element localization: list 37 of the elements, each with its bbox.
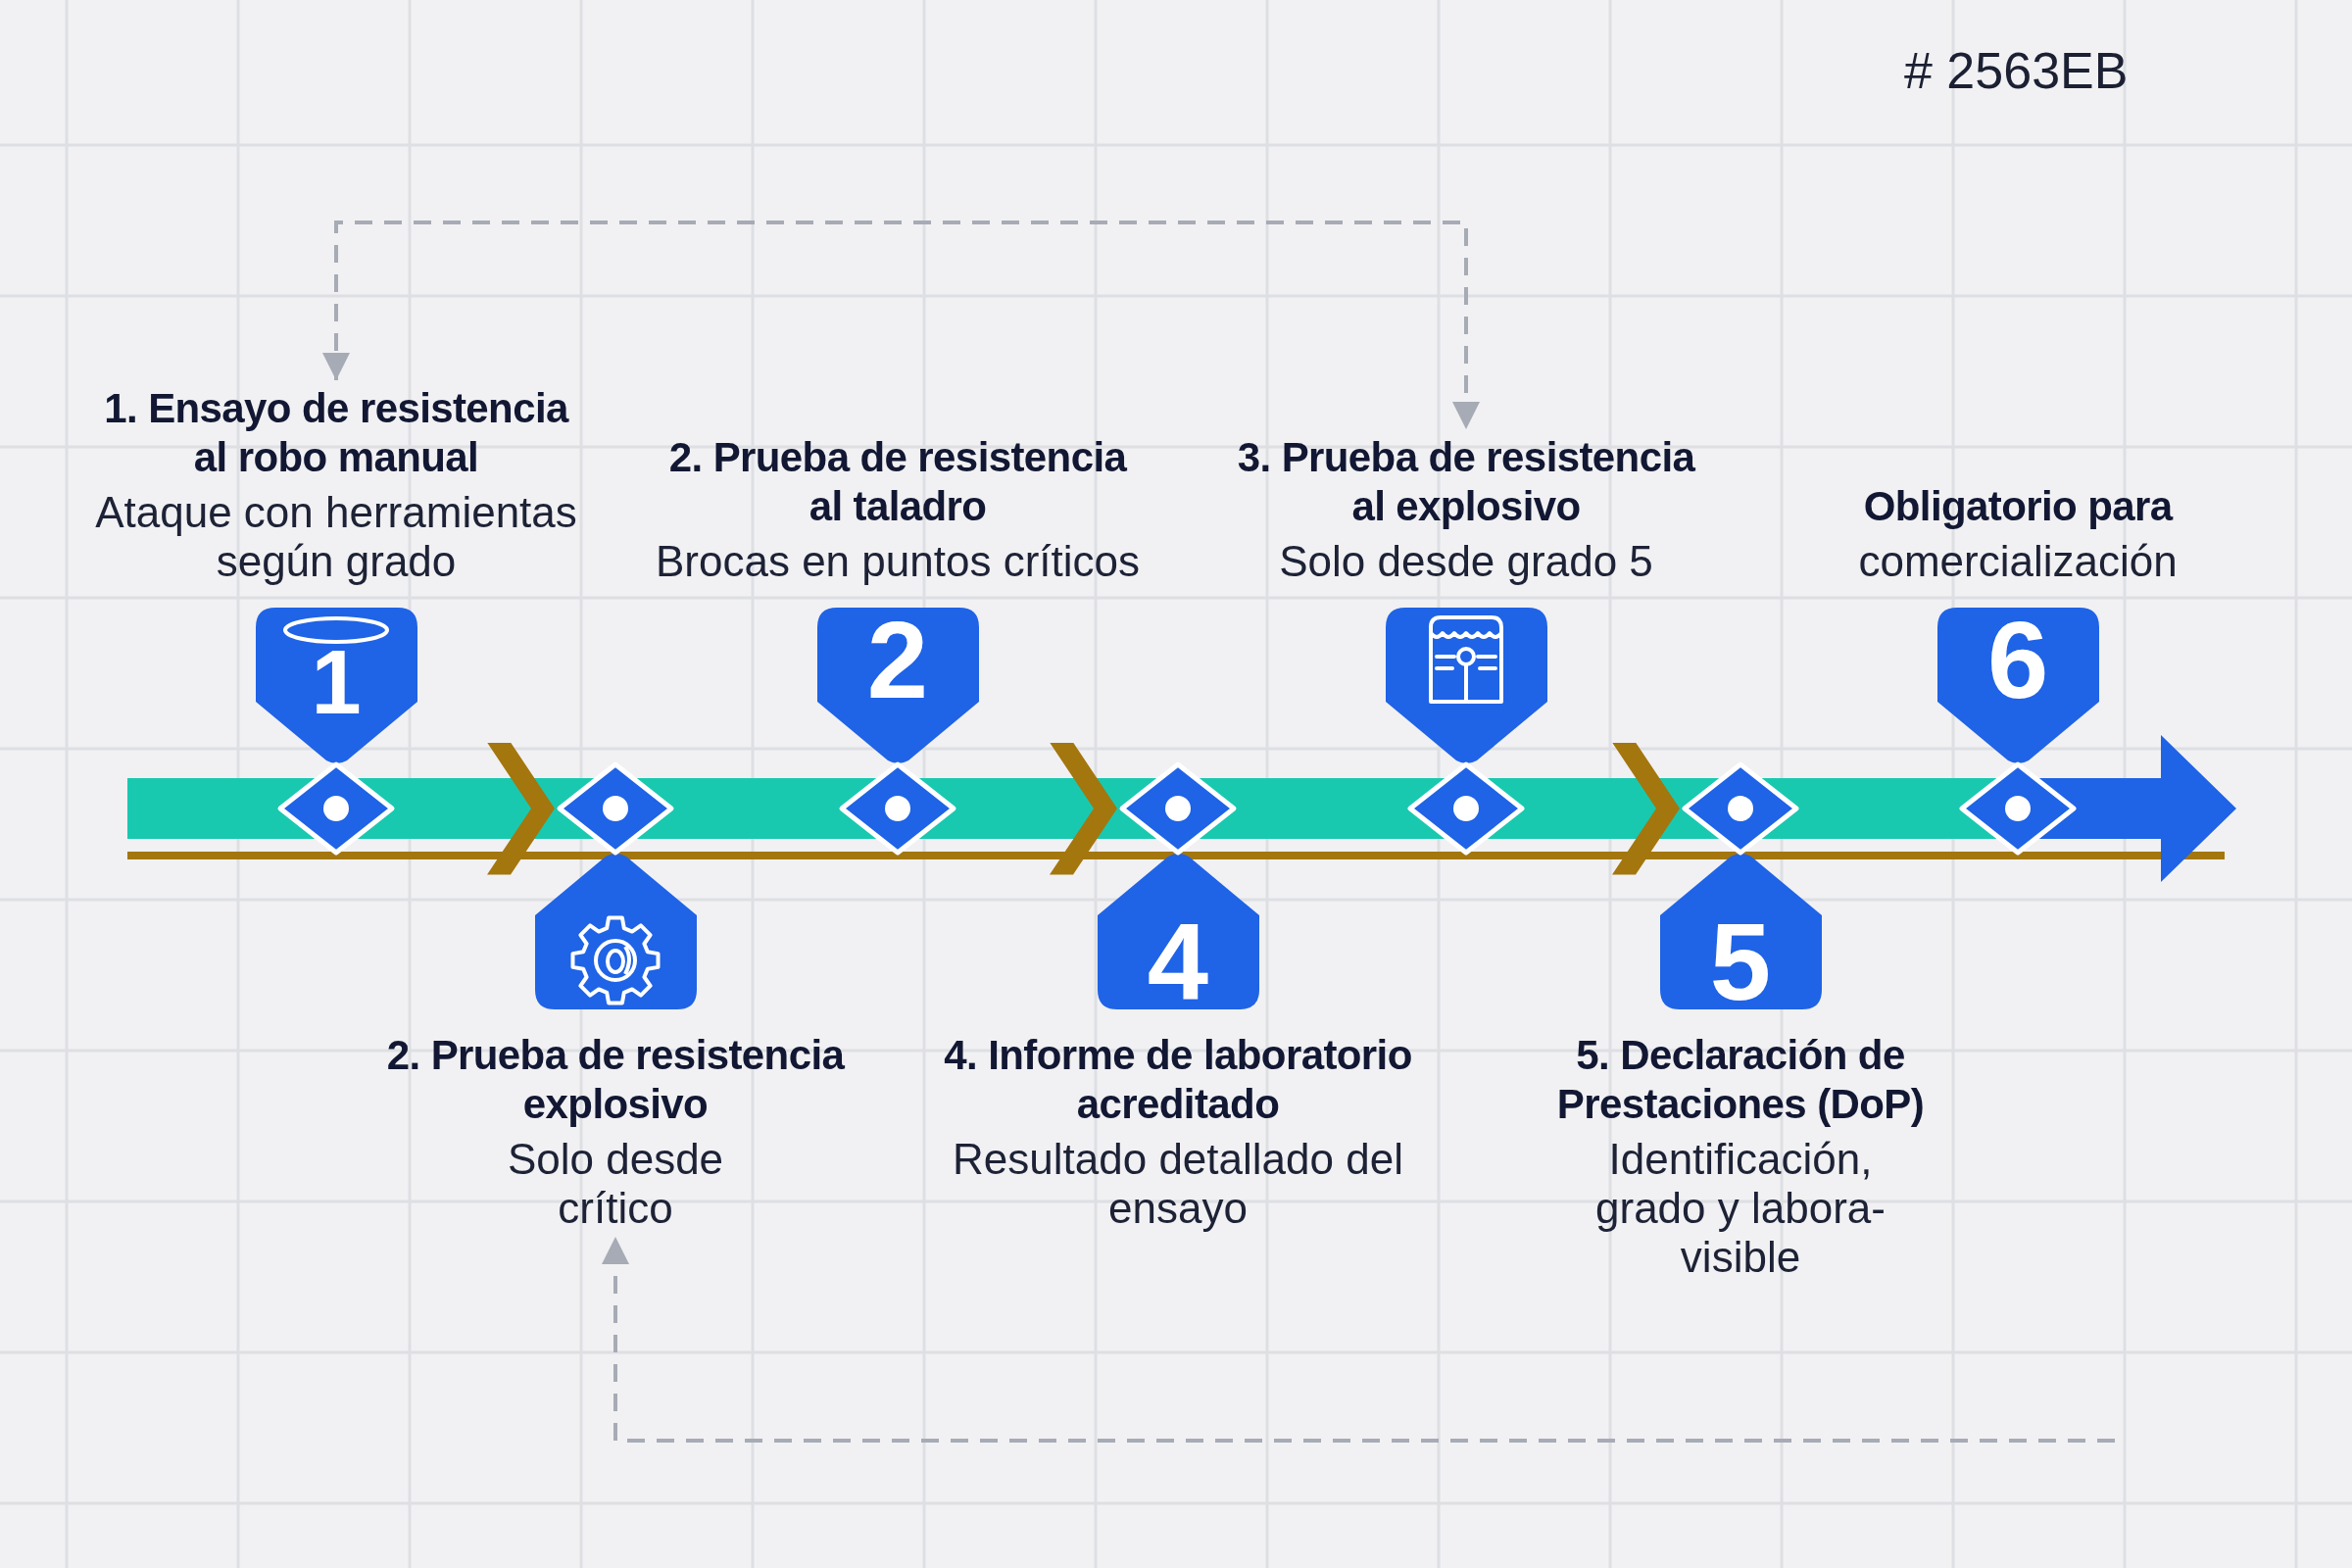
diamond-marker	[837, 760, 958, 858]
diamond-marker	[275, 760, 397, 858]
connector-arrow	[602, 1237, 2115, 1443]
step-number: 4	[1147, 913, 1209, 1011]
timeline-segment-chevron	[397, 742, 555, 875]
diamond-marker	[1957, 760, 2079, 858]
step-heading: 5. Declaración de Prestaciones (DoP)	[1555, 1031, 1926, 1129]
step-description: comercialización	[1858, 537, 2178, 586]
diamond-marker	[555, 760, 676, 858]
step-description: Identificación, grado y labora- visible	[1594, 1135, 1886, 1282]
connector-arrow	[322, 220, 1480, 429]
step-heading: 3. Prueba de resistencia al explosivo	[1236, 433, 1696, 531]
diamond-marker	[1680, 760, 1801, 858]
step-description: Solo desde crítico	[506, 1135, 725, 1233]
timeline-segment-chevron	[1527, 742, 1680, 875]
step-heading: 4. Informe de laboratorio acreditado	[943, 1031, 1413, 1129]
step-description: Ataque con herramientas según grado	[94, 488, 578, 586]
diamond-marker	[1405, 760, 1527, 858]
timeline-segment	[1239, 778, 1405, 839]
step-number: 5	[1709, 913, 1772, 1011]
step-heading: Obligatorio para	[1863, 482, 2173, 531]
step-number: 1	[311, 641, 362, 723]
step-number: 2	[866, 612, 929, 710]
step-description: Brocas en puntos críticos	[656, 537, 1140, 586]
timeline-segment-chevron	[958, 742, 1117, 875]
timeline-segment	[127, 778, 275, 839]
hex-code-label: # 2563EB	[1904, 41, 2129, 100]
timeline-segment	[1801, 778, 1957, 839]
step-heading: 2. Prueba de resistencia explosivo	[385, 1031, 846, 1129]
step-number: 6	[1986, 612, 2049, 710]
step-description: Solo desde grado 5	[1279, 537, 1653, 586]
step-description: Resultado detallado del ensayo	[952, 1135, 1404, 1233]
timeline-segment	[676, 778, 837, 839]
diamond-marker	[1117, 760, 1239, 858]
step-heading: 1. Ensayo de resistencia al robo manual	[103, 384, 570, 482]
block-arrow	[2079, 735, 2236, 882]
step-heading: 2. Prueba de resistencia al taladro	[667, 433, 1128, 531]
